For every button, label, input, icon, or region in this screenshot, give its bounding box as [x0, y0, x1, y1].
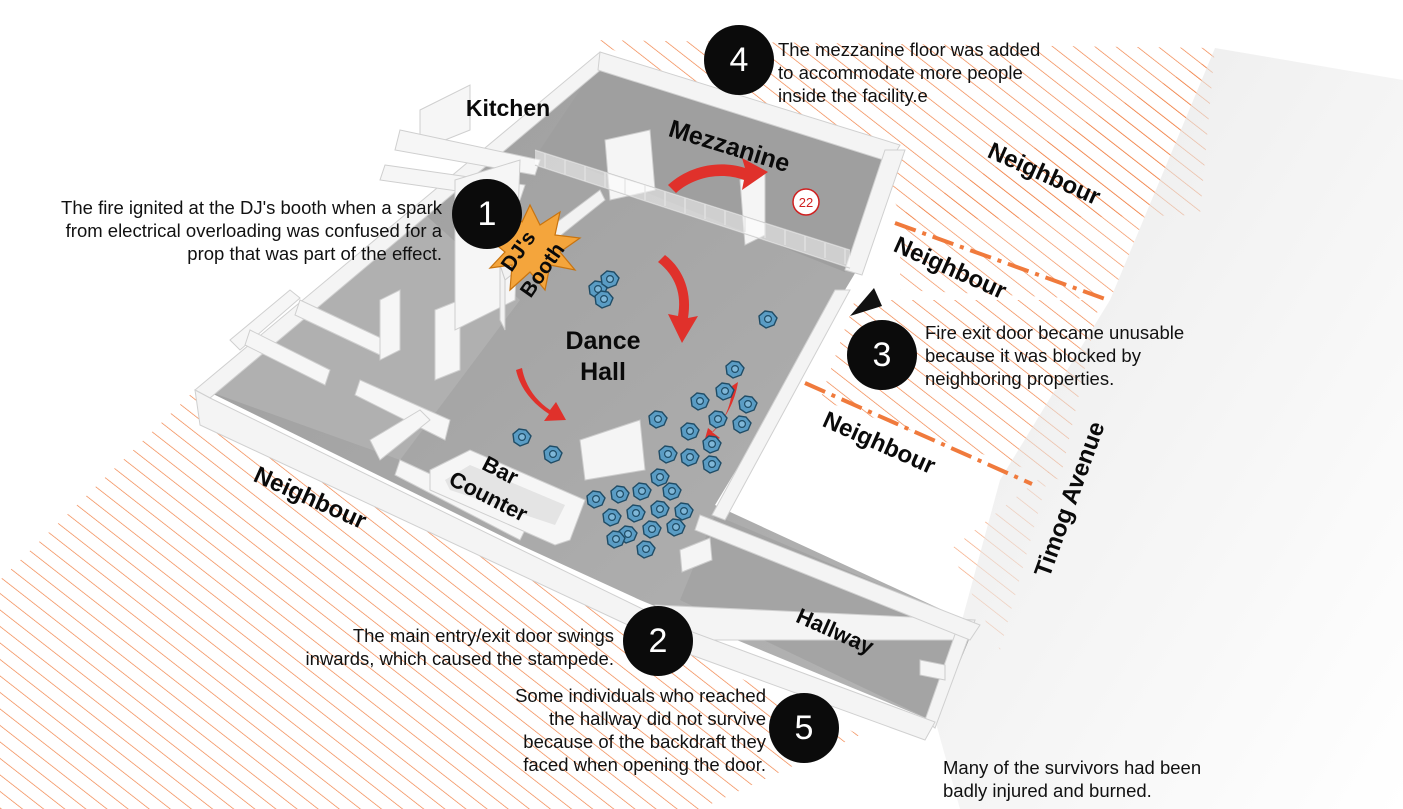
callout-badge-2: 2	[623, 606, 693, 676]
callout-text-5: Some individuals who reached the hallway…	[515, 684, 766, 776]
callout-4-line-1: The mezzanine floor was added	[778, 38, 1040, 61]
callout-badge-3: 3	[847, 320, 917, 390]
callout-4-line-2: to accommodate more people	[778, 61, 1040, 84]
callout-text-2: The main entry/exit door swings inwards,…	[305, 624, 614, 670]
callout-badge-5: 5	[769, 693, 839, 763]
callout-1-line-1: The fire ignited at the DJ's booth when …	[61, 196, 442, 219]
callout-text-4: The mezzanine floor was added to accommo…	[778, 38, 1040, 107]
callout-5-line-3: because of the backdraft they	[515, 730, 766, 753]
callout-3-line-3: neighboring properties.	[925, 367, 1184, 390]
callout-2-line-1: The main entry/exit door swings	[305, 624, 614, 647]
dance-hall-label-2: Hall	[580, 358, 626, 386]
footnote-line-1: Many of the survivors had been	[943, 756, 1201, 779]
callout-1-line-3: prop that was part of the effect.	[61, 242, 442, 265]
callout-2-line-2: inwards, which caused the stampede.	[305, 647, 614, 670]
room-number-text: 22	[799, 195, 813, 210]
callout-1-line-2: from electrical overloading was confused…	[61, 219, 442, 242]
callout-3-line-2: because it was blocked by	[925, 344, 1184, 367]
callout-5-line-1: Some individuals who reached	[515, 684, 766, 707]
callout-text-1: The fire ignited at the DJ's booth when …	[61, 196, 442, 265]
callout-5-line-2: the hallway did not survive	[515, 707, 766, 730]
callout-4-line-3: inside the facility.e	[778, 84, 1040, 107]
footnote-text: Many of the survivors had been badly inj…	[943, 756, 1201, 802]
callout-5-line-4: faced when opening the door.	[515, 753, 766, 776]
footnote-line-2: badly injured and burned.	[943, 779, 1201, 802]
kitchen-label: Kitchen	[466, 95, 550, 121]
callout-badge-4: 4	[704, 25, 774, 95]
callout-3-line-1: Fire exit door became unusable	[925, 321, 1184, 344]
dance-hall-label-1: Dance	[565, 327, 640, 355]
callout-badge-1: 1	[452, 179, 522, 249]
callout-text-3: Fire exit door became unusable because i…	[925, 321, 1184, 390]
